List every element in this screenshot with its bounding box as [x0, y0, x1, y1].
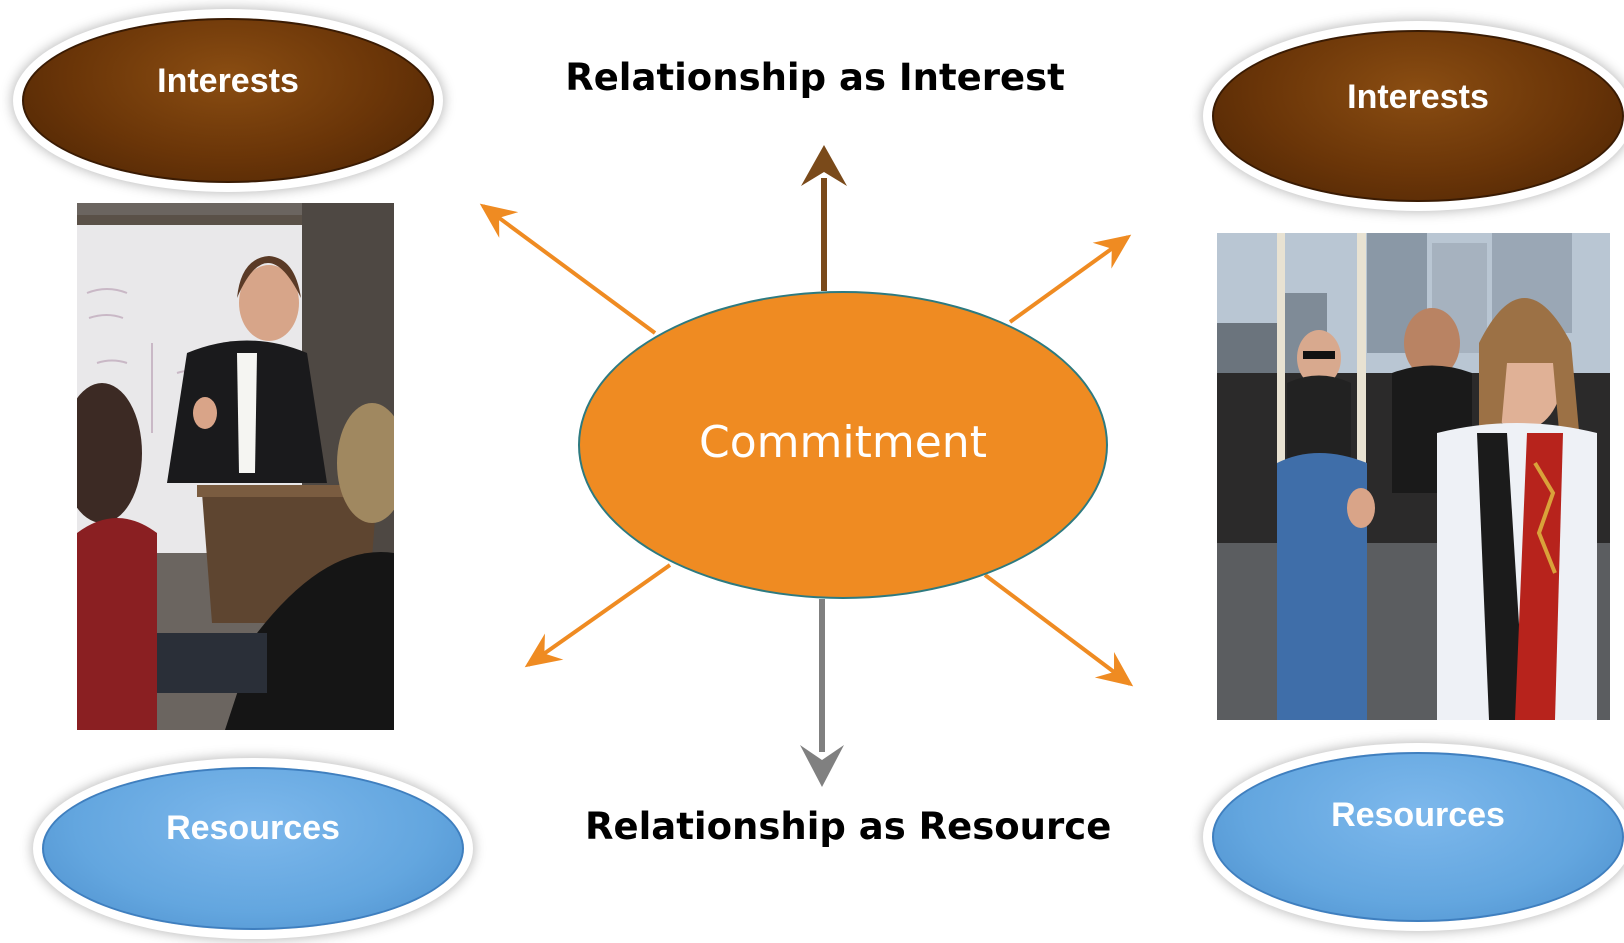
right-interests-label: Interests	[1347, 78, 1489, 116]
arrow-down-left	[524, 563, 672, 668]
arrow-up-interest	[801, 145, 847, 291]
left-resources-label: Resources	[166, 809, 340, 847]
arrow-up-right	[1008, 234, 1132, 324]
caption-relationship-as-resource: Relationship as Resource	[585, 805, 1112, 848]
right-photo	[1217, 233, 1610, 720]
arrow-up-left	[479, 203, 657, 335]
right-resources-oval: Resources	[1212, 752, 1624, 922]
right-resources-label: Resources	[1331, 796, 1505, 834]
right-interests-oval: Interests	[1212, 30, 1624, 202]
speaker-photo-illustration	[77, 203, 394, 730]
left-resources-oval: Resources	[42, 767, 464, 930]
caption-relationship-as-interest: Relationship as Interest	[565, 56, 1065, 99]
left-photo	[77, 203, 394, 730]
commitment-oval: Commitment	[578, 291, 1108, 599]
arrow-down-right	[983, 573, 1134, 687]
arrow-down-resource	[800, 599, 844, 787]
left-interests-label: Interests	[157, 62, 299, 100]
left-interests-oval: Interests	[22, 18, 434, 183]
march-photo-illustration	[1217, 233, 1610, 720]
commitment-label: Commitment	[699, 417, 987, 468]
